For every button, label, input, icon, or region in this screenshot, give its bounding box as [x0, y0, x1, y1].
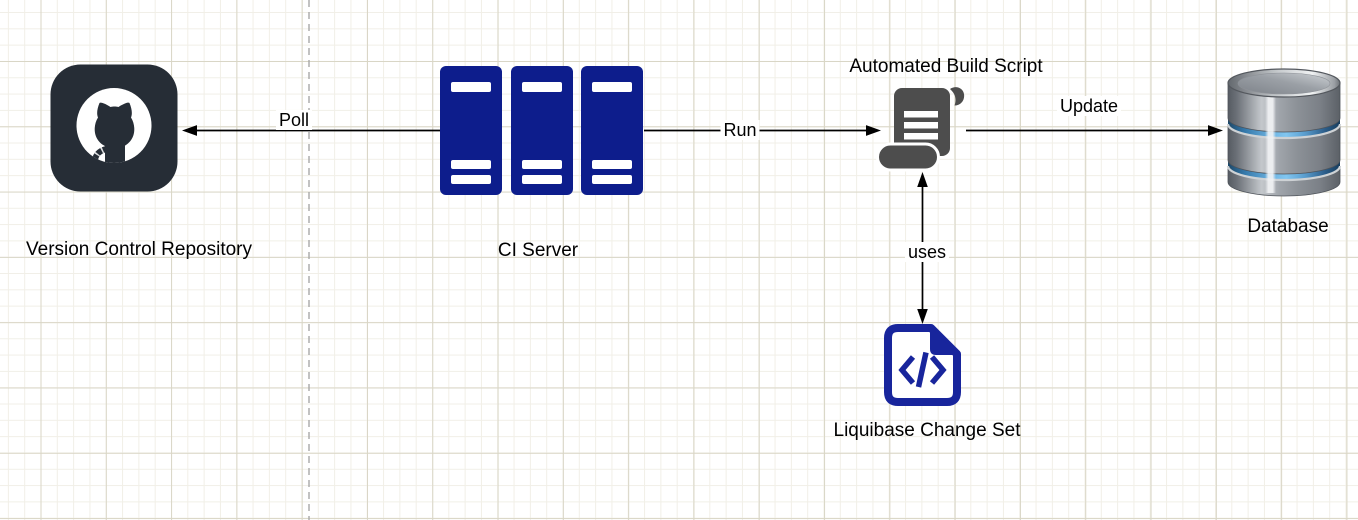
server-slot: [451, 160, 491, 169]
edge-poll[interactable]: [182, 125, 440, 136]
server-slot: [451, 175, 491, 184]
server-slot: [592, 160, 632, 169]
server-slot: [592, 175, 632, 184]
server-rack-icon: [510, 66, 573, 195]
server-slot: [521, 160, 562, 169]
node-changeset[interactable]: [883, 323, 962, 407]
node-ci-server[interactable]: [440, 66, 643, 195]
arrowhead-down-icon: [917, 309, 928, 324]
edge-label-uses[interactable]: uses: [904, 242, 950, 262]
node-database[interactable]: [1225, 66, 1343, 198]
server-slot: [521, 175, 562, 184]
arrowhead-left-icon: [182, 125, 197, 136]
node-label-ci-server: CI Server: [497, 240, 579, 261]
node-version-control[interactable]: [50, 64, 178, 192]
node-label-version-control: Version Control Repository: [26, 239, 252, 260]
node-build-script[interactable]: [876, 86, 966, 172]
arrowhead-right-icon: [866, 125, 881, 136]
code-file-icon: [884, 324, 961, 406]
node-label-build-script: Automated Build Script: [849, 56, 1043, 77]
server-rack-icon: [581, 66, 643, 195]
arrowhead-right-icon: [1208, 125, 1223, 136]
edge-label-run[interactable]: Run: [720, 120, 760, 140]
node-label-changeset: Liquibase Change Set: [833, 420, 1021, 441]
server-slot: [451, 82, 491, 92]
edge-label-update[interactable]: Update: [1056, 96, 1122, 116]
scroll-script-icon: [876, 87, 965, 172]
arrowhead-up-icon: [917, 172, 928, 187]
edge-label-poll[interactable]: Poll: [275, 110, 313, 130]
server-rack-icon: [440, 66, 502, 195]
server-slot: [592, 82, 632, 92]
edge-update[interactable]: [966, 125, 1223, 136]
database-cylinder-icon: [1226, 68, 1342, 197]
server-slot: [521, 82, 562, 92]
edge-run[interactable]: [644, 125, 881, 136]
github-icon: [50, 64, 178, 192]
node-label-database: Database: [1247, 216, 1329, 237]
